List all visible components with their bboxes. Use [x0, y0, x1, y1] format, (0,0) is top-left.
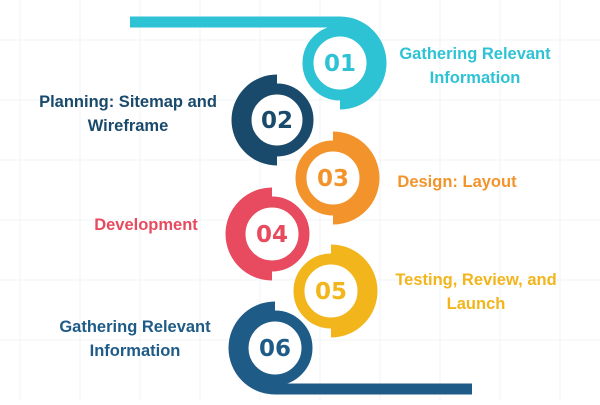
step-02-arc: [231, 74, 278, 166]
step-06-label: Gathering Relevant Information: [59, 318, 211, 360]
step-05-number: 05: [315, 279, 347, 305]
step-02-number: 02: [261, 108, 293, 134]
step-02-ring: [240, 83, 314, 157]
step-06-number: 06: [259, 336, 291, 362]
step-01-arc: [339, 16, 387, 110]
step-03-number: 03: [317, 166, 349, 192]
step-01-label: Gathering Relevant Information: [399, 45, 551, 87]
step-04-label: Development: [94, 216, 198, 234]
step-06-arc: [228, 301, 276, 395]
step-01-ring: [302, 25, 378, 101]
step-01-number: 01: [324, 51, 356, 77]
step-03-arc: [332, 131, 380, 225]
step-06-ring: [237, 310, 313, 386]
step-04-arc: [225, 187, 273, 281]
step-05-label: Testing, Review, and Launch: [395, 271, 557, 313]
step-03-label: Design: Layout: [397, 173, 517, 191]
step-05-ring: [293, 253, 369, 329]
step-04-number: 04: [256, 222, 288, 248]
step-03-ring: [295, 140, 371, 216]
step-02-label: Planning: Sitemap and Wireframe: [39, 93, 217, 135]
step-04-ring: [234, 196, 310, 272]
step-05-arc: [330, 244, 378, 338]
